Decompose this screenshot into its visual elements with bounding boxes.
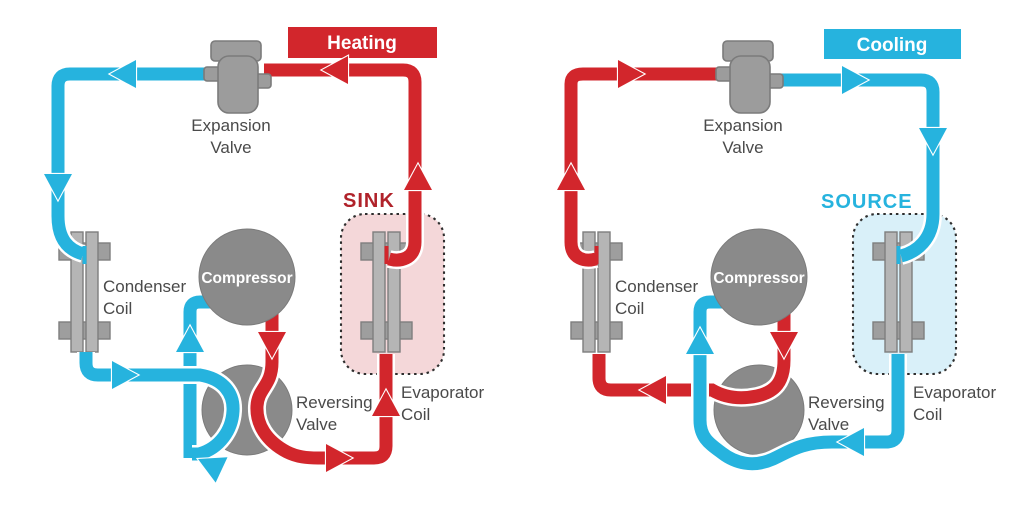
cold-pipe-valve-arc bbox=[77, 352, 243, 463]
hot-arrow-left-icon bbox=[319, 54, 350, 86]
expansion-valve-label-2: Valve bbox=[722, 138, 763, 157]
evaporator-gap-flow bbox=[896, 246, 901, 264]
compressor-label: Compressor bbox=[201, 270, 292, 287]
cold-pipe-valve-to-evaporator bbox=[767, 71, 942, 265]
compressor-circle bbox=[198, 228, 296, 326]
cold-pipe-evaporator-to-compressor bbox=[691, 293, 907, 473]
heating-diagram-canvas: Compressor Heating SINK bbox=[42, 27, 485, 485]
hot-arrow-down-icon bbox=[768, 330, 800, 361]
hot-arrow-left-icon bbox=[637, 374, 668, 406]
condenser-coil-label-1: Condenser bbox=[615, 277, 699, 296]
cold-arrow-up-icon bbox=[684, 325, 716, 356]
cold-arrow-down-icon bbox=[42, 172, 74, 203]
reversing-valve-label-2: Valve bbox=[808, 415, 849, 434]
evaporator-gap-flow bbox=[384, 246, 389, 264]
expansion-valve-label-2: Valve bbox=[210, 138, 251, 157]
evaporator-coil-icon bbox=[360, 231, 413, 353]
expansion-valve-label-1: Expansion bbox=[191, 116, 270, 135]
cooling-diagram-canvas: Compressor Cooling SOURCE bbox=[555, 29, 996, 473]
source-label: SOURCE bbox=[821, 191, 913, 213]
hot-arrow-down-icon bbox=[256, 330, 288, 361]
expansion-valve-label-1: Expansion bbox=[703, 116, 782, 135]
cold-arrow-corner-icon bbox=[195, 456, 230, 485]
cold-arrow-down-icon bbox=[917, 126, 949, 157]
cooling-panel: Compressor Cooling SOURCE bbox=[512, 0, 1024, 516]
cold-arrow-right-icon bbox=[110, 359, 141, 391]
flow-arrows bbox=[555, 58, 949, 458]
hot-arrow-up-icon bbox=[402, 161, 434, 192]
hot-pipe-compressor-to-evaporator bbox=[247, 308, 395, 467]
hot-arrow-up-coil-icon bbox=[370, 387, 402, 418]
cooling-badge bbox=[824, 29, 961, 59]
cooling-badge-label: Cooling bbox=[857, 35, 928, 56]
evaporator-coil-label-1: Evaporator bbox=[913, 383, 996, 402]
hot-arrow-up-icon bbox=[555, 161, 587, 192]
reversing-valve-label-1: Reversing bbox=[808, 393, 885, 412]
evaporator-coil-label-1: Evaporator bbox=[401, 383, 484, 402]
cold-arrow-left-icon bbox=[107, 58, 138, 90]
cold-pipe-supply bbox=[49, 65, 209, 263]
reversing-valve-label-2: Valve bbox=[296, 415, 337, 434]
evaporator-coil-label-2: Coil bbox=[401, 405, 430, 424]
heating-panel: Compressor Heating SINK bbox=[42, 27, 485, 485]
cold-arrow-left-icon bbox=[835, 426, 866, 458]
hot-pipe-compressor-to-condenser bbox=[590, 308, 793, 407]
flow-arrows bbox=[42, 54, 434, 485]
expansion-valve-icon bbox=[203, 40, 272, 114]
cold-arrow-right-icon bbox=[840, 64, 871, 96]
condenser-coil-label-2: Coil bbox=[103, 299, 132, 318]
hot-pipe-evaporator-to-valve bbox=[264, 61, 424, 269]
condenser-coil-label-1: Condenser bbox=[103, 277, 187, 296]
hot-pipe-condenser-to-valve bbox=[562, 65, 719, 269]
condenser-gap-flow bbox=[82, 246, 87, 264]
condenser-coil-label-2: Coil bbox=[615, 299, 644, 318]
compressor-circle bbox=[710, 228, 808, 326]
hot-arrow-right-icon bbox=[324, 442, 355, 474]
cold-pipe-riser bbox=[181, 293, 230, 458]
sink-label: SINK bbox=[343, 190, 395, 212]
condenser-gap-flow bbox=[594, 246, 599, 264]
reversing-valve-label-1: Reversing bbox=[296, 393, 373, 412]
expansion-valve-icon bbox=[715, 40, 784, 114]
cold-arrow-up-icon bbox=[174, 323, 206, 354]
evaporator-coil-label-2: Coil bbox=[913, 405, 942, 424]
heating-badge-label: Heating bbox=[327, 33, 397, 54]
hot-arrow-right-icon bbox=[616, 58, 647, 90]
compressor-label: Compressor bbox=[713, 270, 804, 287]
heating-badge bbox=[288, 27, 437, 58]
